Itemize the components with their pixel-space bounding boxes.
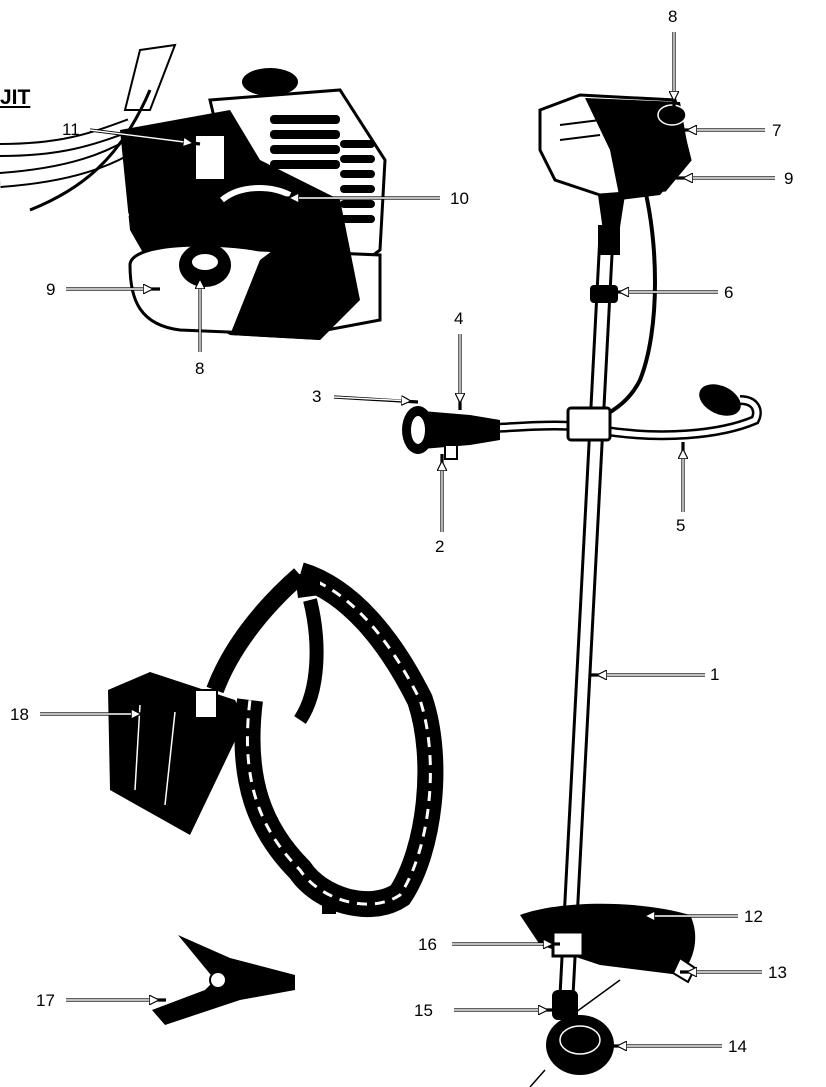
callout-13-line-cutter: 13 xyxy=(768,963,787,982)
callout-9-fuel-tank-left: 9 xyxy=(46,280,56,299)
callout-12-guard: 12 xyxy=(744,907,763,926)
callout-15-gear-head: 15 xyxy=(414,1001,433,1020)
callout-17-blade: 17 xyxy=(36,991,55,1010)
callout-7-engine-cover: 7 xyxy=(772,121,782,140)
callout-1-shaft: 1 xyxy=(710,665,720,684)
callout-11-choke-lever: 11 xyxy=(62,120,80,139)
callout-9-fuel-tank-right: 9 xyxy=(784,169,794,188)
callout-10-starter-handle: 10 xyxy=(450,189,469,208)
leader-lines-fill xyxy=(40,32,775,1046)
callout-2-grip-lower: 2 xyxy=(435,537,445,556)
harness-illustration xyxy=(108,562,444,918)
callout-3-grip-end: 3 xyxy=(312,387,322,406)
engine-closeup-illustration: ○○○ xyxy=(0,43,387,340)
blade-illustration xyxy=(152,935,295,1025)
callout-5-handlebar: 5 xyxy=(676,516,686,535)
callout-18-harness-pad: 18 xyxy=(10,705,29,724)
section-heading-fragment: JIT xyxy=(0,86,31,109)
callout-8-fuel-cap-bottom: 8 xyxy=(195,359,205,378)
callout-8-fuel-cap-top: 8 xyxy=(668,7,678,26)
brushcutter-illustration xyxy=(402,93,762,1087)
callout-6-shaft-clamp: 6 xyxy=(724,283,734,302)
callout-14-trimmer-head: 14 xyxy=(728,1037,747,1056)
svg-text:○○○: ○○○ xyxy=(110,209,130,221)
callout-16-guard-clamp: 16 xyxy=(418,935,437,954)
callout-4-throttle-grip: 4 xyxy=(454,309,464,328)
